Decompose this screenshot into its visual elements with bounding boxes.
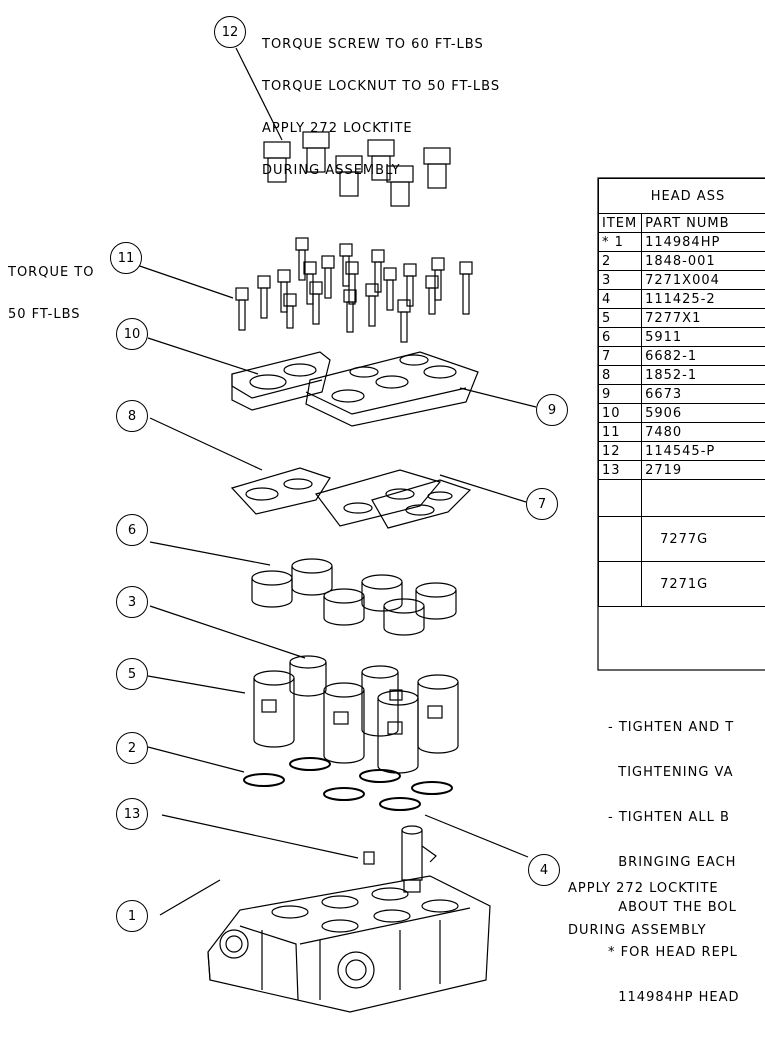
callout-12: 12 [214, 16, 246, 48]
note-11-line2: 50 FT-LBS [8, 307, 81, 322]
callout-7: 7 [526, 488, 558, 520]
bom-part-cell: 7480 [641, 422, 765, 442]
footnotes: - TIGHTEN AND T TIGHTENING VA - TIGHTEN … [608, 690, 740, 1020]
note-11-line1: TORQUE TO [8, 265, 95, 280]
bom-blank-row-cell [641, 479, 765, 517]
callout-13: 13 [116, 798, 148, 830]
bom-item-cell: 10 [597, 403, 643, 423]
note-item-11: TORQUE TO 50 FT-LBS [8, 238, 94, 336]
bom-item-cell: 5 [597, 308, 643, 328]
bom-kit-row [597, 516, 643, 562]
note-12-line3: APPLY 272 LOCKTITE [262, 121, 413, 136]
footnote-line: TIGHTENING VA [608, 765, 734, 780]
callout-6: 6 [116, 514, 148, 546]
bom-item-cell: 9 [597, 384, 643, 404]
bom-item-cell: 7 [597, 346, 643, 366]
note-4-line1: APPLY 272 LOCKTITE [568, 881, 719, 896]
callout-4: 4 [528, 854, 560, 886]
bom-part-cell: 6673 [641, 384, 765, 404]
bom-item-cell: 11 [597, 422, 643, 442]
callout-8: 8 [116, 400, 148, 432]
bom-kit-row [597, 561, 643, 607]
bom-item-cell: * 1 [597, 232, 643, 252]
bom-header-item: ITEM [597, 213, 643, 233]
bom-blank-row [597, 479, 643, 517]
note-12-line2: TORQUE LOCKNUT TO 50 FT-LBS [262, 79, 501, 94]
callout-11: 11 [110, 242, 142, 274]
bom-part-cell: 7271X004 [641, 270, 765, 290]
note-12-line1: TORQUE SCREW TO 60 FT-LBS [262, 37, 484, 52]
callout-1: 1 [116, 900, 148, 932]
footnote-line: - TIGHTEN ALL B [608, 810, 730, 825]
callout-10: 10 [116, 318, 148, 350]
bom-header-part: PART NUMB [641, 213, 765, 233]
bom-part-cell: 5906 [641, 403, 765, 423]
bom-part-cell: 5911 [641, 327, 765, 347]
bom-part-cell: 1852-1 [641, 365, 765, 385]
bom-part-cell: 1848-001 [641, 251, 765, 271]
callout-2: 2 [116, 732, 148, 764]
bom-title: HEAD ASS [598, 178, 765, 214]
bom-item-cell: 6 [597, 327, 643, 347]
bom-item-cell: 8 [597, 365, 643, 385]
bom-item-cell: 2 [597, 251, 643, 271]
note-item-12: TORQUE SCREW TO 60 FT-LBS TORQUE LOCKNUT… [262, 10, 500, 192]
bom-part-cell: 111425-2 [641, 289, 765, 309]
footnote-line: 114984HP HEAD [608, 990, 740, 1005]
bom-kit-7277g: 7277G [641, 516, 765, 562]
note-4-line2: DURING ASSEMBLY [568, 923, 707, 938]
callout-9: 9 [536, 394, 568, 426]
bom-item-cell: 12 [597, 441, 643, 461]
note-12-line4: DURING ASSEMBLY [262, 163, 401, 178]
bom-part-cell: 2719 [641, 460, 765, 480]
bom-item-cell: 3 [597, 270, 643, 290]
bom-item-cell: 4 [597, 289, 643, 309]
bom-part-cell: 114984HP [641, 232, 765, 252]
note-item-4: APPLY 272 LOCKTITE DURING ASSEMBLY [568, 854, 719, 952]
bom-part-cell: 114545-P [641, 441, 765, 461]
bom-part-cell: 7277X1 [641, 308, 765, 328]
footnote-line: ABOUT THE BOL [608, 900, 737, 915]
bom-part-cell: 6682-1 [641, 346, 765, 366]
callout-3: 3 [116, 586, 148, 618]
bom-item-cell: 13 [597, 460, 643, 480]
footnote-line: - TIGHTEN AND T [608, 720, 735, 735]
callout-5: 5 [116, 658, 148, 690]
footnote-line: * FOR HEAD REPL [608, 945, 738, 960]
footnote-line: BRINGING EACH [608, 855, 737, 870]
bom-kit-7271g: 7271G [641, 561, 765, 607]
